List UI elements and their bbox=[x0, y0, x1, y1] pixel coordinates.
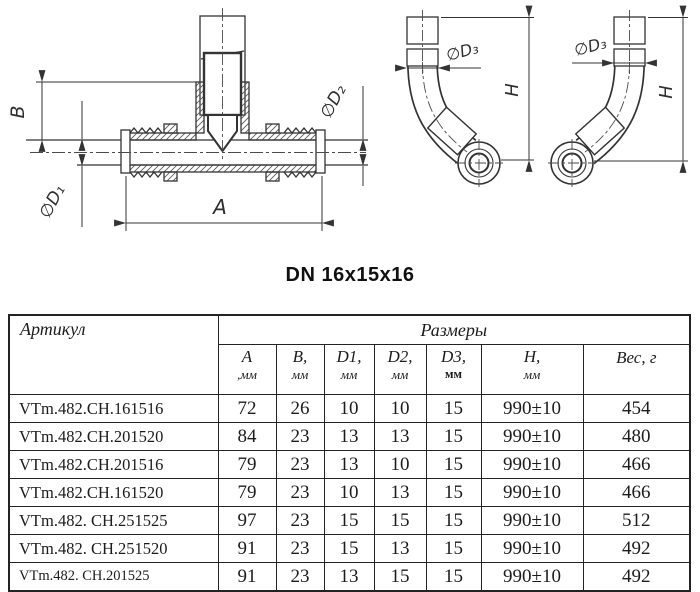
technical-drawing: B ∅D₁ ∅D₂ A bbox=[7, 5, 688, 231]
value-cell: 13 bbox=[323, 450, 375, 479]
tee-fitting-drawing bbox=[26, 8, 368, 231]
dim-label-d2: ∅D₂ bbox=[317, 81, 351, 121]
body-wall-top-right bbox=[248, 132, 323, 141]
table-row: VTm.482. CH.251525 97 23 15 15 15 990±10… bbox=[8, 506, 691, 535]
table-row: VTm.482.CH.201516 79 23 13 10 15 990±10 … bbox=[8, 450, 691, 479]
article-cell: VTm.482.CH.201516 bbox=[8, 450, 219, 479]
value-cell: 13 bbox=[373, 422, 427, 451]
value-cell: 990±10 bbox=[480, 422, 584, 451]
value-cell: 454 bbox=[582, 394, 691, 423]
body-wall-top-left bbox=[125, 132, 197, 141]
bent-pipe-left-drawing bbox=[395, 5, 534, 187]
col-header-d2: D2, мм bbox=[373, 344, 427, 395]
value-cell: 15 bbox=[425, 450, 482, 479]
value-cell: 990±10 bbox=[480, 450, 584, 479]
article-cell: VTm.482. CH.201525 bbox=[8, 562, 219, 592]
value-cell: 15 bbox=[425, 562, 482, 592]
value-cell: 13 bbox=[373, 478, 427, 507]
value-cell: 10 bbox=[373, 394, 427, 423]
value-cell: 23 bbox=[275, 534, 325, 563]
value-cell: 23 bbox=[275, 478, 325, 507]
col-header-a: A ,мм bbox=[217, 344, 277, 395]
value-cell: 79 bbox=[217, 450, 277, 479]
value-cell: 91 bbox=[217, 562, 277, 592]
body-wall-bottom bbox=[125, 164, 323, 173]
dim-label-b: B bbox=[7, 105, 29, 118]
col-header-d1: D1, мм bbox=[323, 344, 375, 395]
value-cell: 23 bbox=[275, 562, 325, 592]
value-cell: 15 bbox=[425, 478, 482, 507]
value-cell: 466 bbox=[582, 450, 691, 479]
value-cell: 15 bbox=[425, 394, 482, 423]
value-cell: 15 bbox=[425, 534, 482, 563]
pipe-collar bbox=[574, 106, 626, 156]
dim-label-d1: ∅D₁ bbox=[36, 182, 70, 222]
flow-cone bbox=[207, 114, 238, 153]
col-header-d3: D3, мм bbox=[425, 344, 482, 395]
value-cell: 84 bbox=[217, 422, 277, 451]
value-cell: 492 bbox=[582, 534, 691, 563]
value-cell: 26 bbox=[275, 394, 325, 423]
value-cell: 466 bbox=[582, 478, 691, 507]
value-cell: 10 bbox=[323, 394, 375, 423]
value-cell: 72 bbox=[217, 394, 277, 423]
dim-label-d3-left: ∅D₃ bbox=[444, 38, 480, 65]
article-cell: VTm.482.CH.201520 bbox=[8, 422, 219, 451]
value-cell: 15 bbox=[373, 506, 427, 535]
dn-size-title: DN 16x15x16 bbox=[285, 264, 415, 286]
value-cell: 492 bbox=[582, 562, 691, 592]
value-cell: 990±10 bbox=[480, 478, 584, 507]
dim-label-h-left: H bbox=[502, 83, 523, 97]
col-header-weight: Вес, г bbox=[582, 344, 691, 395]
value-cell: 13 bbox=[323, 562, 375, 592]
value-cell: 79 bbox=[217, 478, 277, 507]
dim-label-d3-right: ∅D₃ bbox=[572, 33, 608, 60]
value-cell: 23 bbox=[275, 422, 325, 451]
value-cell: 990±10 bbox=[480, 506, 584, 535]
value-cell: 480 bbox=[582, 422, 691, 451]
pipe-collar bbox=[426, 106, 478, 156]
article-cell: VTm.482.CH.161520 bbox=[8, 478, 219, 507]
value-cell: 15 bbox=[323, 534, 375, 563]
table-row: VTm.482. CH.251520 91 23 15 13 15 990±10… bbox=[8, 534, 691, 563]
value-cell: 13 bbox=[373, 534, 427, 563]
col-header-h: H, мм bbox=[480, 344, 584, 395]
dim-label-h-right: H bbox=[656, 85, 677, 99]
value-cell: 15 bbox=[323, 506, 375, 535]
article-cell: VTm.482. CH.251520 bbox=[8, 534, 219, 563]
value-cell: 990±10 bbox=[480, 562, 584, 592]
value-cell: 13 bbox=[323, 422, 375, 451]
table-row: VTm.482. CH.201525 91 23 13 15 15 990±10… bbox=[8, 562, 691, 592]
sizes-header-cell: Размеры bbox=[217, 314, 691, 345]
value-cell: 15 bbox=[373, 562, 427, 592]
article-cell: VTm.482.CH.161516 bbox=[8, 394, 219, 423]
value-cell: 10 bbox=[373, 450, 427, 479]
table-row: VTm.482.CH.161516 72 26 10 10 15 990±10 … bbox=[8, 394, 691, 423]
value-cell: 990±10 bbox=[480, 394, 584, 423]
value-cell: 10 bbox=[323, 478, 375, 507]
article-header-cell: Артикул bbox=[8, 314, 219, 395]
dim-label-a: A bbox=[211, 195, 227, 219]
bent-pipe-right-drawing bbox=[548, 5, 688, 187]
value-cell: 91 bbox=[217, 534, 277, 563]
table-row: VTm.482.CH.161520 79 23 10 13 15 990±10 … bbox=[8, 478, 691, 507]
table-row: VTm.482.CH.201520 84 23 13 13 15 990±10 … bbox=[8, 422, 691, 451]
col-header-b: B, мм bbox=[275, 344, 325, 395]
value-cell: 97 bbox=[217, 506, 277, 535]
value-cell: 512 bbox=[582, 506, 691, 535]
value-cell: 15 bbox=[425, 506, 482, 535]
value-cell: 23 bbox=[275, 450, 325, 479]
article-cell: VTm.482. CH.251525 bbox=[8, 506, 219, 535]
dimensions-table: Артикул Размеры A ,мм B, мм D1, мм D2, bbox=[8, 314, 692, 592]
value-cell: 23 bbox=[275, 506, 325, 535]
value-cell: 990±10 bbox=[480, 534, 584, 563]
value-cell: 15 bbox=[425, 422, 482, 451]
